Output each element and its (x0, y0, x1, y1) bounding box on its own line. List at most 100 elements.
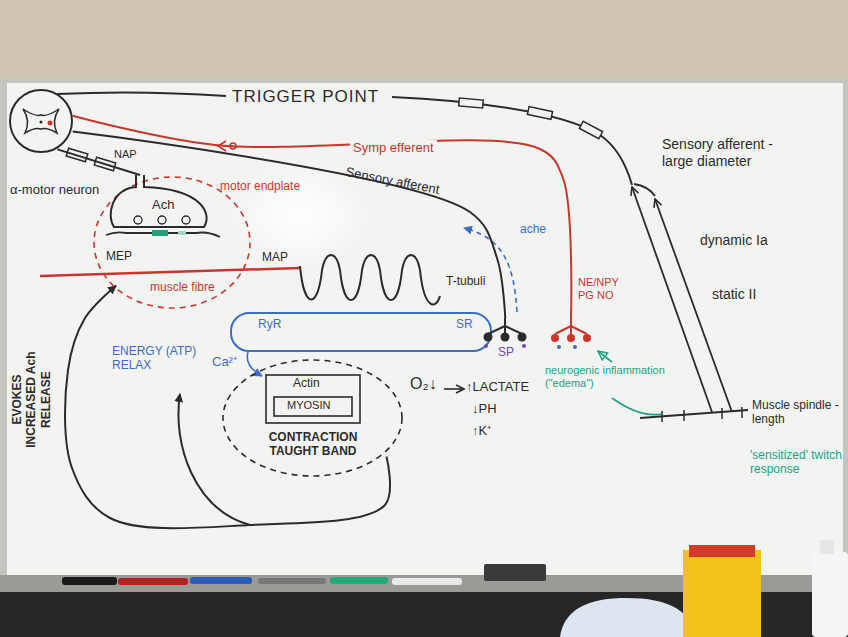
grey-matter (23, 109, 59, 133)
vesicle (158, 216, 166, 224)
pillow (560, 598, 695, 637)
static-fibre (655, 199, 732, 412)
annotation: MAP (262, 250, 288, 264)
box-outline (266, 375, 360, 423)
actin-box: ActinMYOSIN (265, 374, 361, 424)
annotation: dynamic Ia (700, 232, 768, 249)
node-text: α-motor neuron (10, 182, 99, 198)
contraction-zone: CONTRACTION TAUGHT BAND ActinMYOSIN (220, 358, 405, 478)
contraction-outline (223, 360, 402, 476)
connector (73, 132, 506, 318)
spinal-cord-circle: α-motor neuron (8, 88, 74, 154)
sr-outline (231, 313, 491, 351)
terminal-knob (551, 334, 559, 342)
terminal-knob (501, 333, 510, 342)
myosin-box: MYOSIN (273, 396, 353, 417)
vesicle (182, 216, 190, 224)
transmitter-dot (557, 345, 561, 349)
sharps-container (683, 550, 761, 637)
marker (62, 577, 117, 585)
node-text: motor endplate (220, 179, 300, 193)
node-text: SR (456, 317, 473, 331)
board (7, 83, 843, 575)
terminal-knob (583, 334, 591, 342)
marker (190, 577, 252, 584)
node-text: Actin (293, 376, 320, 390)
calcium-arrow (247, 352, 262, 376)
node-text: SP (498, 345, 514, 359)
spinal-cord-outline (10, 90, 72, 152)
sensory-terminal: SP (478, 318, 536, 362)
terminal-branches (555, 318, 587, 334)
connector-label: NAP (114, 148, 137, 161)
energy-arrow (178, 394, 250, 525)
marker (118, 578, 188, 585)
afferent-line (57, 92, 226, 96)
connector (73, 116, 572, 318)
connector-label: Sensory afferent (344, 164, 440, 197)
annotation: O₂↓ (410, 374, 437, 393)
annotation: neurogenic inflammation ("edema") (545, 364, 695, 390)
annotation: Sensory afferent - large diameter (662, 136, 802, 170)
terminal-knob (484, 333, 493, 342)
muscle-fibre-line (40, 268, 300, 276)
annotation: ↑K⁺ (472, 423, 491, 439)
sensitized-line (612, 398, 662, 415)
diagram-title: TRIGGER POINT (232, 87, 379, 107)
motor-neuron-dot (48, 121, 53, 126)
node-text: NE/NPY PG NO (578, 276, 624, 302)
marker (392, 578, 462, 585)
spray-nozzle (820, 540, 834, 554)
connector-label: EVOKES INCREASED Ach RELEASE (10, 345, 53, 455)
annotation: 'sensitized' twitch response (750, 448, 842, 477)
node-text: CONTRACTION TAUGHT BAND (258, 430, 368, 459)
box-outline (274, 397, 352, 416)
node-text: MYOSIN (287, 399, 330, 412)
myelin-segment (579, 121, 602, 138)
annotation: ↑LACTATE (466, 379, 529, 395)
node-outline (8, 88, 74, 154)
marker (258, 578, 326, 584)
inflammation-arrow (598, 351, 612, 362)
annotation: ENERGY (ATP) RELAX (112, 344, 204, 373)
connector-label: Symp efferent (350, 140, 437, 156)
central-canal (40, 121, 43, 124)
substance-p-dot (522, 344, 526, 348)
transmitter-dot (573, 345, 577, 349)
node-text: RyR (258, 317, 281, 331)
sympathetic-terminal: NE/NPY PG NO (545, 318, 597, 352)
substance-p-dot (484, 344, 488, 348)
spray-bottle (812, 552, 848, 637)
lactate-arrow (444, 388, 464, 390)
spindle-ticks (662, 407, 742, 422)
board-frame (0, 78, 848, 580)
t-tubuli-folds (300, 255, 440, 304)
marker (330, 577, 388, 584)
annotation: ache (520, 222, 546, 236)
sarcoplasmic-reticulum: RyR SR (230, 312, 492, 352)
container-lid (689, 545, 755, 557)
receptor (178, 231, 186, 235)
node-text: Ach (152, 197, 174, 213)
terminal-knob (518, 333, 527, 342)
node-outline (545, 318, 597, 352)
fibre-branch (634, 184, 655, 196)
terminal-branches (488, 318, 522, 334)
terminal-knob (567, 334, 575, 342)
vesicle (134, 216, 142, 224)
receptor (152, 230, 168, 236)
annotation: static II (712, 286, 756, 303)
eraser (484, 564, 546, 581)
myelin-segment (459, 98, 484, 108)
connector (65, 286, 390, 529)
node-text: MEP (106, 249, 132, 263)
dynamic-fibre (632, 187, 712, 412)
annotation: ↓PH (472, 401, 497, 417)
annotation: T-tubuli (446, 274, 485, 288)
annotation: muscle fibre (150, 280, 215, 294)
annotation: Ca²⁺ (212, 354, 237, 370)
